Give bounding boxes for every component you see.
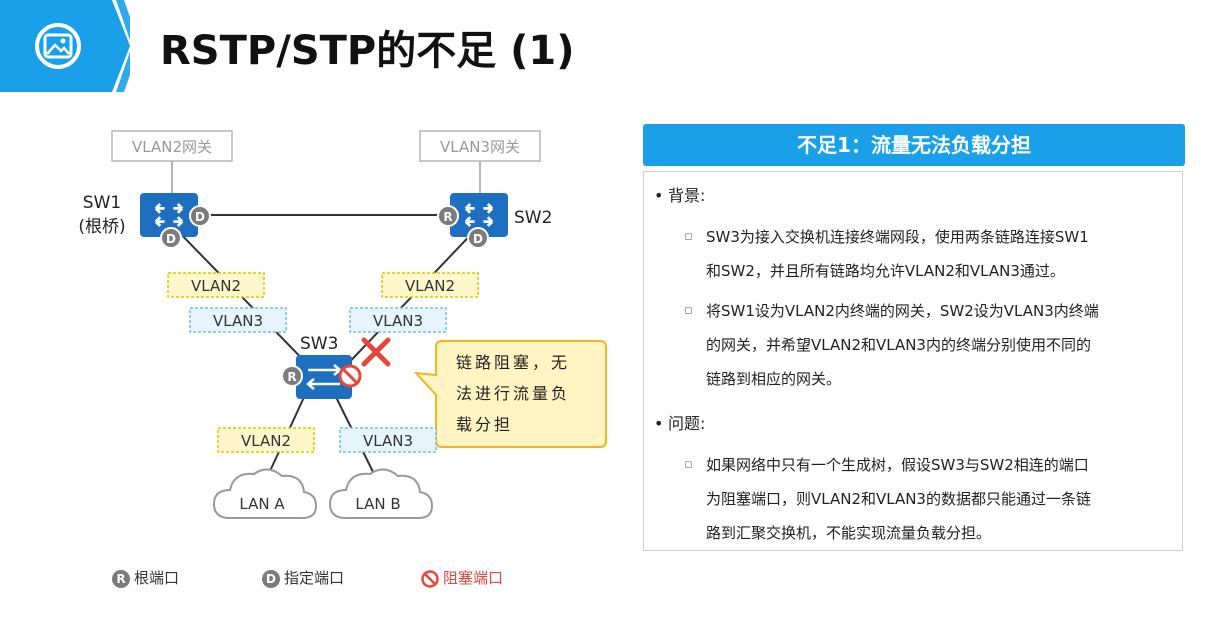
switch-sw2 bbox=[450, 193, 508, 237]
svg-text:法进行流量负: 法进行流量负 bbox=[456, 384, 570, 403]
image-icon bbox=[43, 33, 73, 59]
background-heading: •背景: bbox=[654, 186, 706, 205]
svg-text:VLAN2网关: VLAN2网关 bbox=[132, 138, 212, 156]
svg-text:R: R bbox=[443, 210, 452, 224]
blocked-port-icon bbox=[421, 569, 439, 588]
switch-sw3 bbox=[296, 355, 352, 399]
sw2-port-root: R bbox=[437, 205, 459, 227]
vlan3-tag-right: VLAN3 bbox=[349, 307, 447, 333]
sw3-label: SW3 bbox=[300, 334, 338, 354]
svg-text:D: D bbox=[166, 232, 176, 246]
switch-sw1 bbox=[140, 193, 198, 237]
vlan3-tag-left: VLAN3 bbox=[189, 307, 287, 333]
sw3-port-blocked-icon bbox=[338, 364, 362, 388]
panel-title: 不足1：流量无法负载分担 bbox=[643, 124, 1185, 166]
svg-text:LAN A: LAN A bbox=[239, 495, 285, 513]
network-diagram: VLAN2网关 VLAN3网关 SW1 (根桥) D D SW2 R D bbox=[78, 130, 607, 519]
problem-heading: •问题: bbox=[654, 414, 706, 433]
svg-text:D: D bbox=[473, 232, 483, 246]
svg-text:VLAN2: VLAN2 bbox=[241, 432, 291, 450]
vlan2-tag-lower: VLAN2 bbox=[217, 427, 315, 453]
svg-text:VLAN3: VLAN3 bbox=[213, 312, 263, 330]
designated-port-icon: D bbox=[262, 569, 280, 588]
sw3-port-root: R bbox=[281, 365, 303, 387]
sw2-label: SW2 bbox=[514, 208, 552, 228]
vlan2-tag-right: VLAN2 bbox=[381, 272, 479, 298]
sw2-port-designated-south: D bbox=[467, 227, 489, 249]
problem-item-1: ▫ 如果网络中只有一个生成树，假设SW3与SW2相连的端口 为阻塞端口，则VLA… bbox=[684, 456, 1091, 542]
legend-blocked-port: 阻塞端口 bbox=[420, 567, 503, 589]
link-blocked-x-icon bbox=[361, 337, 391, 367]
sw1-port-designated-east: D bbox=[189, 205, 211, 227]
svg-text:VLAN3: VLAN3 bbox=[363, 432, 413, 450]
svg-text:VLAN3: VLAN3 bbox=[373, 312, 423, 330]
background-item-2: ▫ 将SW1设为VLAN2内终端的网关，SW2设为VLAN3内终端 的网关，并希… bbox=[684, 302, 1099, 388]
lan-b-cloud: LAN B bbox=[328, 468, 434, 519]
root-port-icon: R bbox=[112, 569, 130, 588]
svg-text:VLAN2: VLAN2 bbox=[191, 277, 241, 295]
page-title: RSTP/STP的不足 (1) bbox=[160, 28, 575, 74]
gateway-vlan3: VLAN3网关 bbox=[419, 130, 541, 162]
header-badge bbox=[0, 0, 130, 92]
svg-text:LAN B: LAN B bbox=[355, 495, 400, 513]
vlan3-tag-lower: VLAN3 bbox=[339, 427, 437, 453]
sw1-port-designated-south: D bbox=[160, 227, 182, 249]
panel-body: •背景: ▫ SW3为接入交换机连接终端网段，使用两条链路连接SW1 和SW2，… bbox=[643, 171, 1183, 551]
svg-text:VLAN2: VLAN2 bbox=[405, 277, 455, 295]
blocked-callout: 链路阻塞，无 法进行流量负 载分担 bbox=[413, 340, 607, 448]
sw1-label: SW1 bbox=[83, 193, 121, 213]
background-item-1: ▫ SW3为接入交换机连接终端网段，使用两条链路连接SW1 和SW2，并且所有链… bbox=[684, 228, 1089, 280]
lan-a-cloud: LAN A bbox=[212, 468, 318, 519]
svg-text:VLAN3网关: VLAN3网关 bbox=[440, 138, 520, 156]
sw1-role: (根桥) bbox=[78, 217, 125, 237]
svg-text:链路阻塞，无: 链路阻塞，无 bbox=[456, 353, 570, 372]
svg-text:D: D bbox=[195, 210, 205, 224]
svg-text:载分担: 载分担 bbox=[456, 415, 513, 434]
vlan2-tag-left: VLAN2 bbox=[167, 272, 265, 298]
svg-text:R: R bbox=[287, 370, 296, 384]
gateway-vlan2: VLAN2网关 bbox=[111, 130, 233, 162]
